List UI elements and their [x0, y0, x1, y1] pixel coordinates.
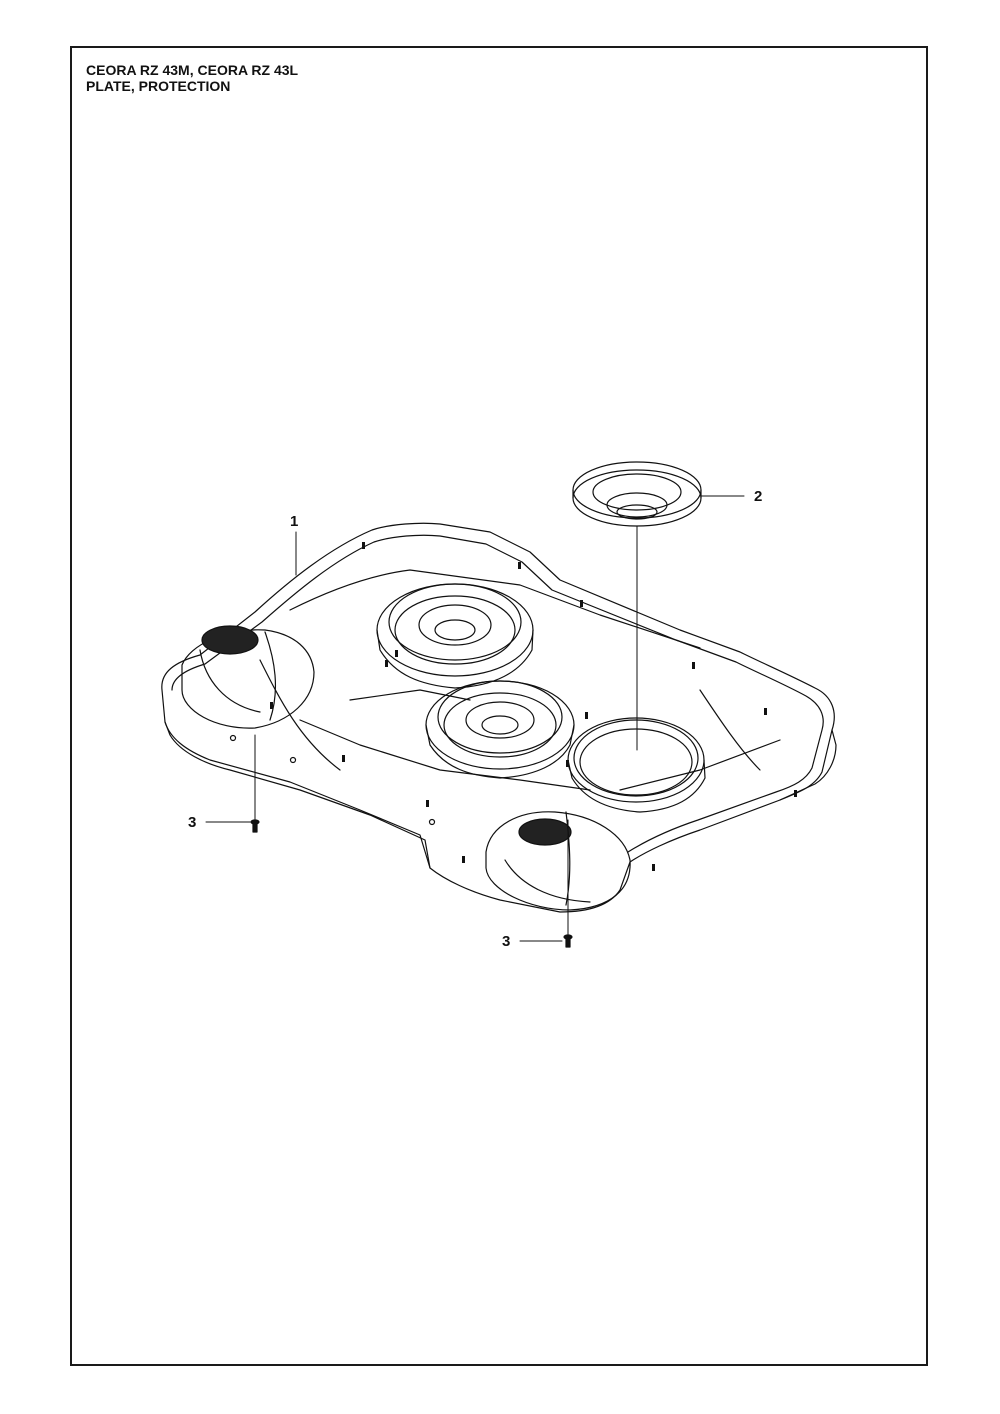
protection-plate [161, 522, 837, 913]
title-part-line: PLATE, PROTECTION [86, 78, 231, 94]
ring-part [572, 461, 702, 527]
callout-3-front: 3 [502, 933, 510, 950]
plate-right-lip [779, 729, 837, 801]
plate-inner-rim [171, 534, 824, 853]
screw-left [250, 819, 260, 833]
page-title: CEORA RZ 43M, CEORA RZ 43L PLATE, PROTEC… [86, 62, 298, 94]
callout-3-left: 3 [188, 814, 196, 831]
plate-recess-line [349, 689, 781, 791]
plate-recess-line [289, 569, 701, 649]
front-vent-pocket [485, 811, 631, 911]
plate-recess-line [259, 659, 761, 771]
wheel-housing-rear [376, 583, 534, 689]
plate-holes [229, 734, 436, 826]
plate-front-lip [164, 721, 431, 869]
screw-front [563, 934, 573, 948]
left-vent-pocket [181, 625, 315, 729]
title-model-line: CEORA RZ 43M, CEORA RZ 43L [86, 62, 299, 78]
callout-2: 2 [754, 488, 762, 505]
wheel-housing-middle [425, 680, 575, 779]
plate-recess-line [299, 719, 591, 791]
page-frame [70, 46, 928, 1366]
plate-clips [270, 542, 797, 871]
callout-1: 1 [290, 513, 298, 530]
